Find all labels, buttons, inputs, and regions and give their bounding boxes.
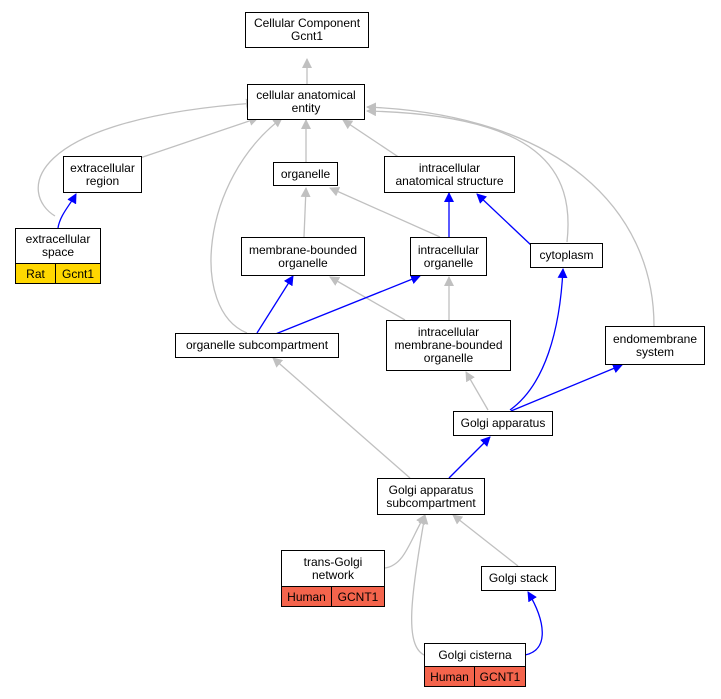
edge-extracellular-space-to-region xyxy=(57,193,77,229)
edge-tgn-to-gas xyxy=(384,514,426,569)
node-extracellular-space[interactable]: extracellular space xyxy=(15,228,101,264)
species-badge: Rat xyxy=(15,263,56,284)
edge-ias-to-cae xyxy=(342,119,401,159)
node-intracellular-anatomical-structure[interactable]: intracellular anatomical structure xyxy=(384,156,515,193)
node-endomembrane-system[interactable]: endomembrane system xyxy=(605,326,705,365)
edge-golgi-apparatus-to-imbo xyxy=(465,371,489,411)
gene-badge: Gcnt1 xyxy=(56,263,101,284)
edge-golgi-apparatus-to-cytoplasm xyxy=(509,268,568,411)
species-badge: Human xyxy=(281,586,332,607)
edge-endomembrane-to-cae xyxy=(366,102,655,327)
node-intracellular-membrane-bounded-organelle[interactable]: intracellular membrane-bounded organelle xyxy=(386,320,511,371)
annotation-trans-golgi-network: Human GCNT1 xyxy=(281,586,385,607)
edge-organelle-subcompartment-to-intracellular-organelle xyxy=(272,274,421,336)
edge-gas-to-golgi-apparatus xyxy=(448,436,491,479)
node-trans-golgi-network[interactable]: trans-Golgi network xyxy=(281,550,385,587)
node-intracellular-organelle[interactable]: intracellular organelle xyxy=(410,237,487,276)
edge-imbo-to-mbo xyxy=(329,276,406,321)
edge-gas-to-organelle-subcompartment xyxy=(272,357,411,479)
edge-golgi-apparatus-to-endomembrane xyxy=(510,363,623,412)
gene-badge: GCNT1 xyxy=(475,666,526,687)
node-golgi-cisterna[interactable]: Golgi cisterna xyxy=(424,643,526,667)
edge-organelle-subcompartment-to-mbo xyxy=(256,275,294,334)
node-golgi-apparatus-subcompartment[interactable]: Golgi apparatus subcompartment xyxy=(377,478,485,515)
node-organelle[interactable]: organelle xyxy=(273,162,338,186)
annotation-golgi-cisterna: Human GCNT1 xyxy=(424,666,526,687)
node-extracellular-region[interactable]: extracellular region xyxy=(63,156,142,193)
node-organelle-subcompartment[interactable]: organelle subcompartment xyxy=(175,333,339,358)
edge-organelle-subcompartment-to-cae xyxy=(210,117,283,334)
node-golgi-stack[interactable]: Golgi stack xyxy=(481,566,556,591)
species-badge: Human xyxy=(424,666,475,687)
edge-golgi-cisterna-to-gas xyxy=(411,514,429,656)
annotation-extracellular-space: Rat Gcnt1 xyxy=(15,263,101,284)
node-cellular-anatomical-entity[interactable]: cellular anatomical entity xyxy=(247,84,365,120)
edge-extracellular-space-to-cae xyxy=(37,98,256,217)
node-membrane-bounded-organelle[interactable]: membrane-bounded organelle xyxy=(241,237,365,276)
gene-badge: GCNT1 xyxy=(332,586,385,607)
node-golgi-apparatus[interactable]: Golgi apparatus xyxy=(453,411,553,436)
edge-intracellular-organelle-to-organelle xyxy=(329,187,441,238)
edge-mbo-to-organelle xyxy=(300,187,311,238)
edge-golgi-cisterna-to-golgi-stack xyxy=(524,591,543,656)
edge-cytoplasm-to-ias xyxy=(476,193,533,247)
node-cytoplasm[interactable]: cytoplasm xyxy=(530,243,603,268)
edge-cytoplasm-to-cae xyxy=(366,106,569,243)
edge-extracellular-region-to-cae xyxy=(139,116,259,159)
edge-golgi-stack-to-gas xyxy=(452,514,519,567)
node-cellular-component[interactable]: Cellular Component Gcnt1 xyxy=(245,12,369,48)
